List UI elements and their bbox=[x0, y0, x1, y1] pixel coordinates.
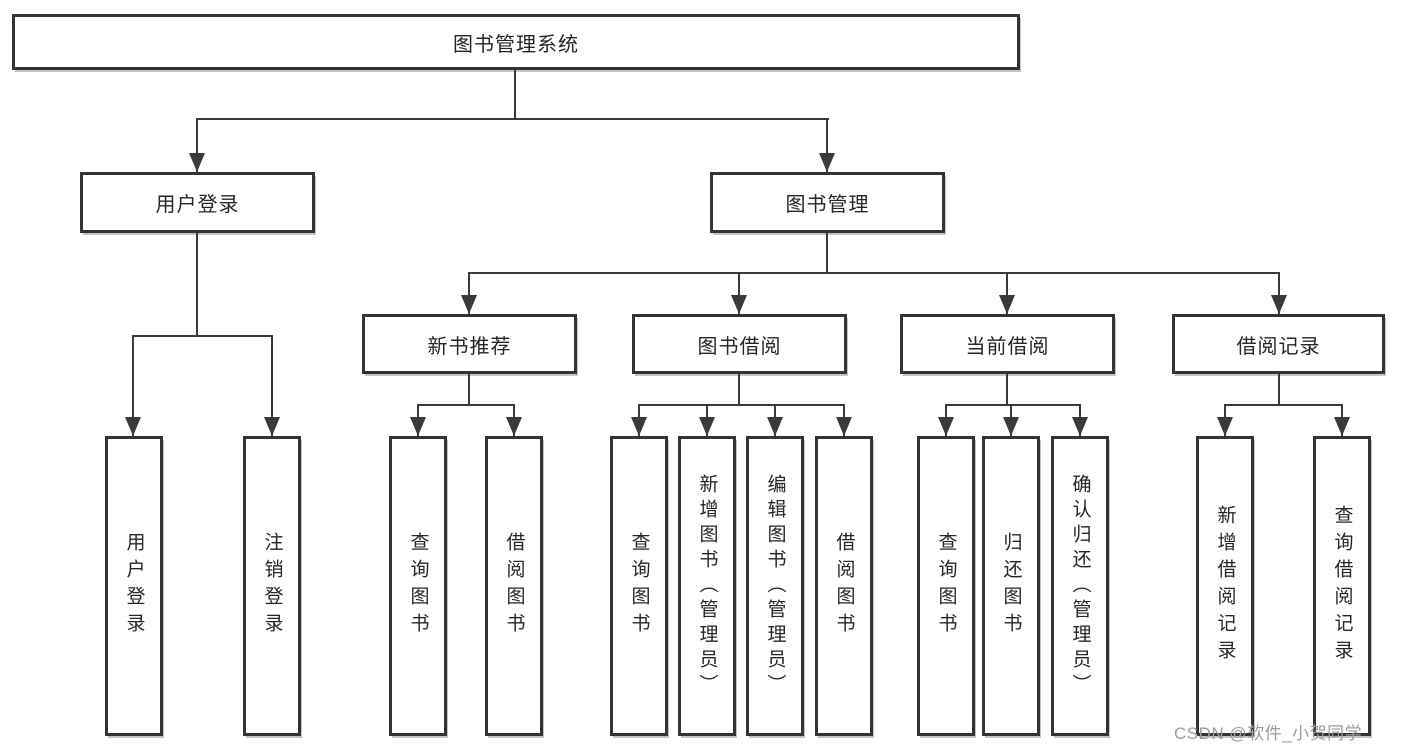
connector-line bbox=[826, 118, 828, 172]
connector-line bbox=[738, 272, 740, 314]
node-label: 用户登录 bbox=[123, 532, 145, 640]
node-label: 借阅图书 bbox=[833, 532, 855, 640]
arrow-down-icon bbox=[767, 417, 783, 436]
arrow-down-icon bbox=[1217, 417, 1233, 436]
node-label: 查询图书 bbox=[407, 532, 429, 640]
node-book-management-branch: 图书管理 bbox=[710, 172, 945, 233]
node-label: 查询图书 bbox=[628, 532, 650, 640]
arrow-down-icon bbox=[410, 417, 426, 436]
node-leaf-borrow-books: 借阅图书 bbox=[815, 436, 873, 736]
arrow-down-icon bbox=[189, 153, 205, 172]
node-label: 借阅记录 bbox=[1236, 335, 1321, 358]
arrow-down-icon bbox=[1271, 295, 1287, 314]
node-current-borrowing: 当前借阅 bbox=[900, 314, 1115, 374]
node-leaf-query-books-current: 查询图书 bbox=[917, 436, 975, 736]
node-label: 当前借阅 bbox=[965, 335, 1050, 358]
arrow-down-icon bbox=[1334, 417, 1350, 436]
connector-line bbox=[1006, 272, 1008, 314]
node-leaf-borrow-books-recommend: 借阅图书 bbox=[485, 436, 543, 736]
node-label: 借阅图书 bbox=[503, 532, 525, 640]
connector-line bbox=[132, 335, 134, 436]
node-leaf-query-books-borrowing: 查询图书 bbox=[610, 436, 668, 736]
arrow-down-icon bbox=[819, 153, 835, 172]
node-leaf-logout: 注销登录 bbox=[243, 436, 301, 736]
node-leaf-query-borrow-record: 查询借阅记录 bbox=[1313, 436, 1371, 736]
node-label: 新增图书（管理员） bbox=[696, 473, 718, 699]
node-user-login-branch: 用户登录 bbox=[80, 172, 315, 233]
node-book-borrowing: 图书借阅 bbox=[632, 314, 847, 374]
node-borrowing-records: 借阅记录 bbox=[1172, 314, 1385, 374]
arrow-down-icon bbox=[461, 295, 477, 314]
connector-line bbox=[196, 233, 198, 336]
arrow-down-icon bbox=[836, 417, 852, 436]
arrow-down-icon bbox=[1072, 417, 1088, 436]
node-label: 确认归还（管理员） bbox=[1069, 473, 1091, 699]
node-label: 用户登录 bbox=[155, 194, 240, 216]
arrow-down-icon bbox=[999, 295, 1015, 314]
arrow-down-icon bbox=[1003, 417, 1019, 436]
node-leaf-confirm-return-admin: 确认归还（管理员） bbox=[1051, 436, 1109, 736]
node-leaf-user-login: 用户登录 bbox=[105, 436, 163, 736]
connector-line bbox=[196, 118, 198, 172]
node-label: 新增借阅记录 bbox=[1214, 505, 1236, 667]
node-leaf-add-books-admin: 新增图书（管理员） bbox=[678, 436, 736, 736]
connector-line bbox=[1278, 374, 1280, 405]
connector-line bbox=[196, 118, 829, 120]
connector-line bbox=[417, 404, 515, 406]
connector-line bbox=[468, 272, 470, 314]
arrow-down-icon bbox=[506, 417, 522, 436]
connector-line bbox=[514, 70, 516, 119]
node-label: 图书借阅 bbox=[697, 335, 782, 358]
arrow-down-icon bbox=[125, 417, 141, 436]
node-label: 新书推荐 bbox=[427, 335, 512, 358]
node-new-book-recommendation: 新书推荐 bbox=[362, 314, 577, 374]
node-leaf-return-books: 归还图书 bbox=[982, 436, 1040, 736]
connector-line bbox=[826, 233, 828, 273]
arrow-down-icon bbox=[631, 417, 647, 436]
connector-line bbox=[1278, 272, 1280, 314]
node-leaf-query-books-recommend: 查询图书 bbox=[389, 436, 447, 736]
arrow-down-icon bbox=[938, 417, 954, 436]
node-label: 编辑图书（管理员） bbox=[764, 473, 786, 699]
node-leaf-edit-books-admin: 编辑图书（管理员） bbox=[746, 436, 804, 736]
connector-line bbox=[132, 335, 273, 337]
connector-line bbox=[945, 404, 1081, 406]
csdn-watermark: CSDN @软件_小贺同学 bbox=[1174, 724, 1363, 743]
node-label: 查询借阅记录 bbox=[1331, 505, 1353, 667]
node-label: 图书管理 bbox=[785, 194, 870, 216]
arrow-down-icon bbox=[731, 295, 747, 314]
node-leaf-add-borrow-record: 新增借阅记录 bbox=[1196, 436, 1254, 736]
connector-line bbox=[738, 374, 740, 405]
connector-line bbox=[1224, 404, 1343, 406]
node-label: 查询图书 bbox=[935, 532, 957, 640]
connector-line bbox=[468, 272, 1280, 274]
arrow-down-icon bbox=[699, 417, 715, 436]
node-label: 归还图书 bbox=[1000, 532, 1022, 640]
node-label: 注销登录 bbox=[261, 532, 283, 640]
connector-line bbox=[1006, 374, 1008, 405]
node-label: 图书管理系统 bbox=[453, 33, 579, 56]
connector-line bbox=[638, 404, 845, 406]
node-root-book-management-system: 图书管理系统 bbox=[12, 14, 1020, 70]
arrow-down-icon bbox=[264, 417, 280, 436]
connector-line bbox=[468, 374, 470, 405]
connector-line bbox=[271, 335, 273, 436]
